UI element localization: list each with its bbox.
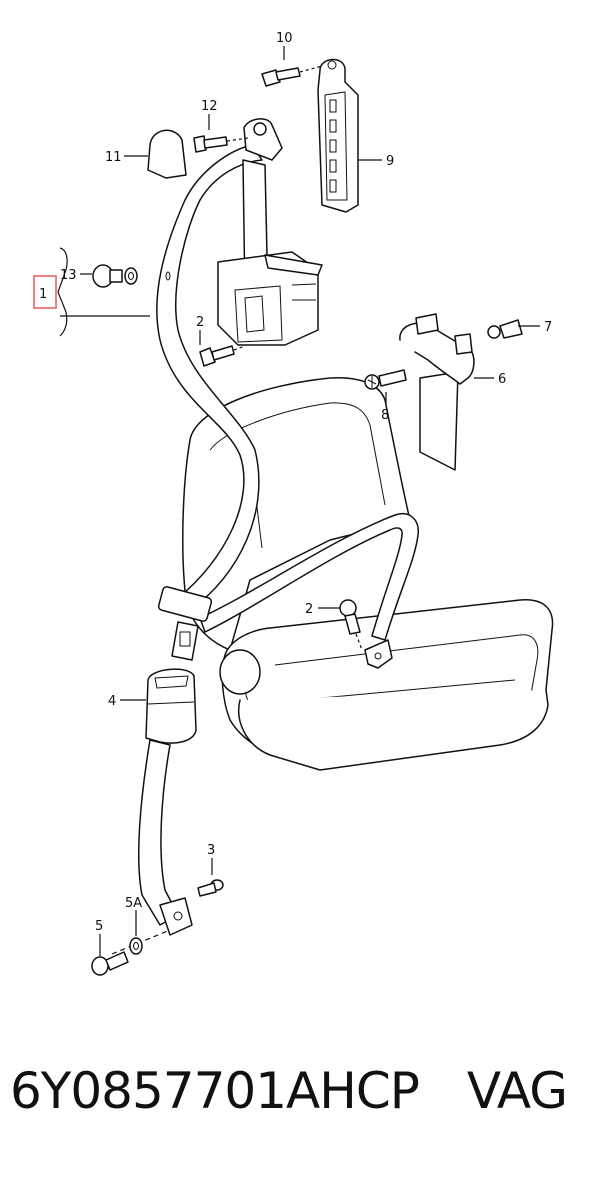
callout-12: 12: [201, 99, 218, 114]
callout-2-lower: 2: [305, 602, 313, 617]
cap-cover-11: [147, 129, 187, 179]
callout-8: 8: [381, 408, 389, 423]
bolt-5: [91, 951, 129, 976]
highlight-box: [33, 275, 57, 309]
bolt-12: [193, 135, 249, 153]
bolt-3: [197, 879, 224, 897]
callout-5A: 5A: [125, 896, 142, 911]
callout-2-upper: 2: [196, 315, 204, 330]
callout-1: 1: [39, 287, 47, 302]
belt-webbing: [137, 144, 419, 926]
seat-belt-exploded-diagram: 10 12 11 9 13 1 2 7 6 8 2 4 3 5A 5: [33, 31, 554, 976]
upper-anchor-bracket: [243, 118, 283, 161]
callout-5: 5: [95, 919, 103, 934]
leader-lines: [57, 46, 540, 956]
belt-retractor: [217, 251, 323, 346]
bolt-10: [261, 65, 323, 87]
part-number: 6Y0857701AHCP: [10, 1062, 420, 1120]
part-number-footer: 6Y0857701AHCP VAG: [10, 1062, 568, 1120]
belt-guide-6: [399, 313, 475, 471]
callout-6: 6: [498, 372, 506, 387]
buckle-4: [145, 668, 197, 744]
bolt-2-upper: [199, 345, 246, 367]
seat-outline: [182, 376, 554, 771]
screw-7: [487, 319, 523, 339]
bolt-2-lower: [339, 599, 363, 651]
callout-9: 9: [386, 154, 394, 169]
bolt-8: [364, 369, 407, 390]
callout-13: 13: [60, 268, 77, 283]
callout-3: 3: [207, 843, 215, 858]
callout-7: 7: [544, 320, 552, 335]
callout-11: 11: [105, 150, 122, 165]
washer-5A: [129, 937, 143, 955]
seat-anchor-bracket: [364, 639, 393, 669]
callout-labels: 10 12 11 9 13 1 2 7 6 8 2 4 3 5A 5: [39, 31, 552, 934]
brand-name: VAG: [466, 1062, 568, 1120]
height-adjuster-rail: [317, 58, 359, 213]
callout-4: 4: [108, 694, 116, 709]
callout-10: 10: [276, 31, 293, 46]
cap-13: [92, 264, 171, 288]
